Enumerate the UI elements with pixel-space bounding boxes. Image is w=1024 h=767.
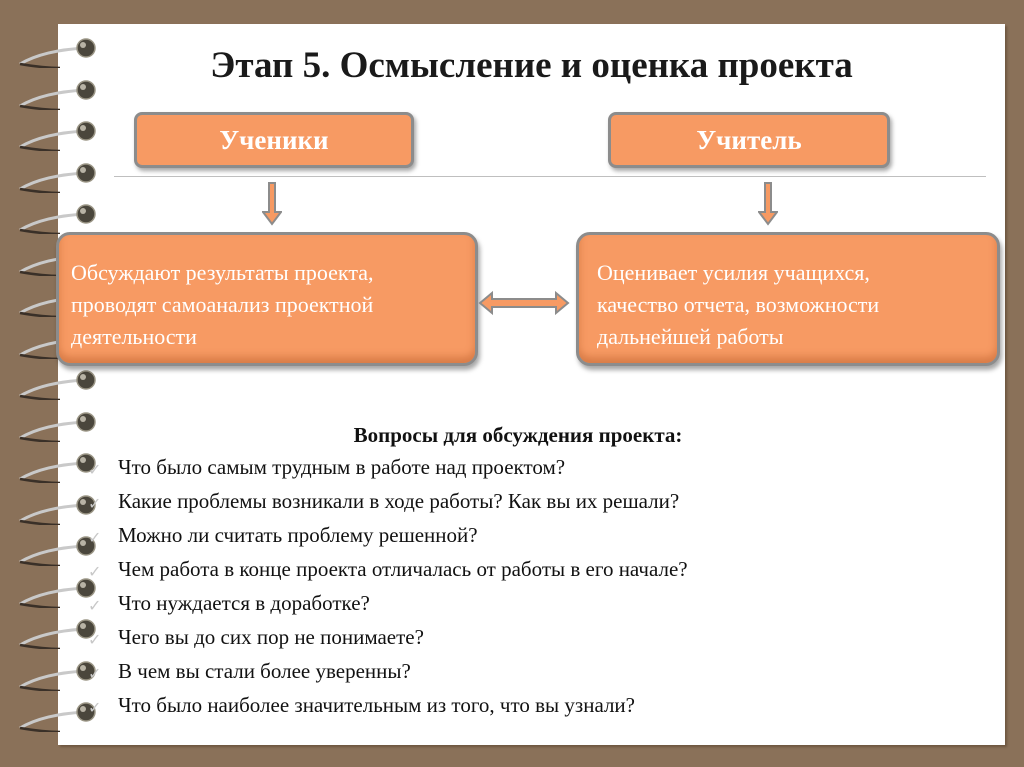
arrow-down-icon [262, 182, 282, 226]
teacher-activity-line: качество отчета, возможности [597, 292, 880, 317]
spiral-ring-icon [14, 162, 104, 194]
checkmark-icon: ✓ [88, 666, 102, 683]
spiral-ring-icon [14, 494, 104, 526]
discussion-questions: Вопросы для обсуждения проекта: ✓ Что был… [88, 420, 938, 722]
slide-title: Этап 5. Осмысление и оценка проекта [210, 45, 853, 86]
teacher-activity-line: дальнейшей работы [597, 324, 784, 349]
question-item: ✓ В чем вы стали более уверенны? [88, 654, 938, 688]
spiral-ring-icon [14, 619, 104, 651]
question-item: ✓ Можно ли считать проблему решенной? [88, 518, 938, 552]
teacher-header-label: Учитель [696, 124, 802, 155]
students-header-label: Ученики [219, 124, 329, 155]
teacher-activity-box: Оценивает усилия учащихся, качество отче… [576, 232, 1000, 366]
checkmark-icon: ✓ [88, 564, 102, 581]
question-item: ✓ Какие проблемы возникали в ходе работы?… [88, 484, 938, 518]
students-activity-line: проводят самоанализ проектной [71, 292, 374, 317]
arrow-down-icon [758, 182, 778, 226]
question-text: Можно ли считать проблему решенной? [118, 523, 478, 547]
teacher-activity-line: Оценивает усилия учащихся, [597, 260, 870, 285]
divider-line [114, 176, 986, 177]
question-item: ✓ Чем работа в конце проекта отличалась о… [88, 552, 938, 586]
spiral-ring-icon [14, 577, 104, 609]
questions-title: Вопросы для обсуждения проекта: [353, 423, 683, 447]
question-item: ✓ Что было самым трудным в работе над про… [88, 450, 938, 484]
spiral-ring-icon [14, 660, 104, 692]
students-activity-line: деятельности [71, 324, 197, 349]
checkmark-icon: ✓ [88, 462, 102, 479]
spiral-ring-icon [14, 38, 104, 70]
question-item: ✓ Что было наиболее значительным из того,… [88, 688, 938, 722]
question-item: ✓ Чего вы до сих пор не понимаете? [88, 620, 938, 654]
checkmark-icon: ✓ [88, 700, 102, 717]
double-arrow-icon [478, 290, 570, 316]
spiral-ring-icon [14, 204, 104, 236]
spiral-ring-icon [14, 370, 104, 402]
spiral-ring-icon [14, 702, 104, 734]
question-text: Что было наиболее значительным из того, … [118, 693, 635, 717]
question-text: Чего вы до сих пор не понимаете? [118, 625, 424, 649]
spiral-ring-icon [14, 121, 104, 153]
question-text: Чем работа в конце проекта отличалась от… [118, 557, 688, 581]
spiral-ring-icon [14, 453, 104, 485]
students-activity-line: Обсуждают результаты проекта, [71, 260, 374, 285]
question-text: Что было самым трудным в работе над прое… [118, 455, 566, 479]
question-text: Что нуждается в доработке? [118, 591, 370, 615]
students-activity-box: Обсуждают результаты проекта, проводят с… [56, 232, 478, 366]
spiral-ring-icon [14, 79, 104, 111]
checkmark-icon: ✓ [88, 530, 102, 547]
question-text: Какие проблемы возникали в ходе работы? … [118, 489, 680, 513]
teacher-header-box: Учитель [608, 112, 890, 168]
spiral-ring-icon [14, 536, 104, 568]
question-text: В чем вы стали более уверенны? [118, 659, 411, 683]
spiral-ring-icon [14, 411, 104, 443]
checkmark-icon: ✓ [88, 496, 102, 513]
checkmark-icon: ✓ [88, 632, 102, 649]
checkmark-icon: ✓ [88, 598, 102, 615]
question-item: ✓ Что нуждается в доработке? [88, 586, 938, 620]
students-header-box: Ученики [134, 112, 414, 168]
